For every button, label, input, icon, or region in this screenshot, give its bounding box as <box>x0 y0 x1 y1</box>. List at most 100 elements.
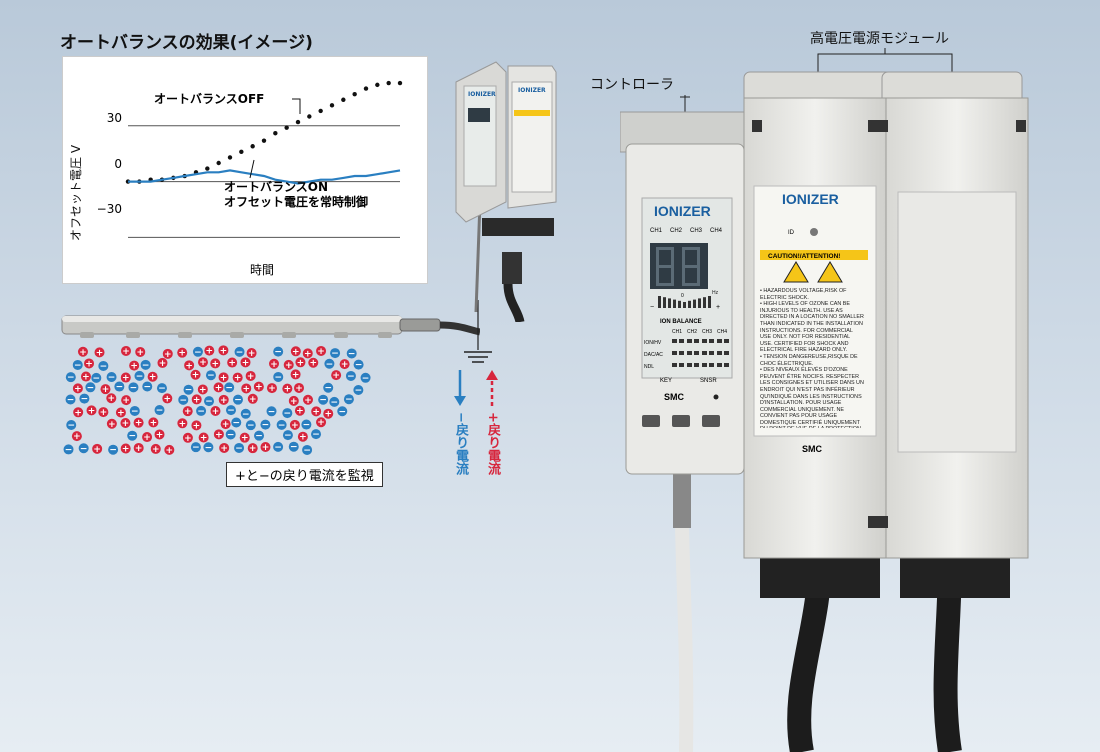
minus-ion <box>260 419 271 430</box>
led-row-label: DAC/AC <box>644 352 663 358</box>
ion-sign: + <box>234 374 242 384</box>
ion-sign: − <box>142 361 150 371</box>
plus-ion <box>182 432 193 443</box>
ion-sign: + <box>199 358 207 368</box>
ion-sign: + <box>85 359 93 369</box>
plus-ion <box>77 346 88 357</box>
series-point-off <box>397 80 403 86</box>
ion-sign: − <box>136 372 144 382</box>
controller-callout: コントローラ <box>590 77 674 93</box>
plus-ion <box>339 359 350 370</box>
ion-sign: + <box>149 373 157 383</box>
minus-ion <box>128 382 139 393</box>
channel-label: CH2 <box>687 329 697 335</box>
led <box>702 363 707 367</box>
led <box>717 351 722 355</box>
minus-ion <box>302 444 313 455</box>
ion-sign: − <box>345 395 353 405</box>
small-device-image: IONIZER IONIZER <box>455 61 557 322</box>
ion-sign: + <box>122 347 130 357</box>
ion-sign: − <box>67 373 75 383</box>
minus-ion <box>66 420 77 431</box>
minus-ion <box>273 441 284 452</box>
ion-sign: − <box>227 430 235 440</box>
ion-sign: − <box>274 348 282 358</box>
ion-sign: + <box>312 407 320 417</box>
minus-ion <box>353 359 364 370</box>
lcd-segment <box>671 265 674 285</box>
balance-bar <box>708 296 711 308</box>
plus-ion <box>288 395 299 406</box>
ion-sign: − <box>284 409 292 419</box>
plus-ion <box>73 407 84 418</box>
plus-ion <box>247 443 258 454</box>
ion-cloud: ++++++−++−+−+++−−−+−+−++++++++++−+−−+−−+… <box>63 345 371 456</box>
small-device-brand: IONIZER <box>468 91 496 98</box>
plus-ion <box>120 372 131 383</box>
series-point-off <box>227 155 233 160</box>
lcd-segment <box>682 265 700 268</box>
minus-ion <box>106 372 117 383</box>
plus-ion <box>331 370 342 381</box>
lcd-segment <box>682 247 700 250</box>
ion-sign: + <box>247 372 255 382</box>
plus-ion <box>290 369 301 380</box>
nozzle <box>334 332 348 338</box>
ion-sign: − <box>130 383 138 393</box>
series-point-off <box>273 131 278 136</box>
minus-ion <box>323 382 334 393</box>
plus-ion <box>253 381 264 392</box>
svg-text:−: − <box>650 304 654 311</box>
minus-ion <box>282 408 293 419</box>
ionizer-bar <box>61 315 480 338</box>
plus-ion <box>241 383 252 394</box>
ion-sign: + <box>296 407 304 417</box>
plus-ion <box>133 442 144 453</box>
ion-sign: − <box>185 386 193 396</box>
balance-bar <box>683 302 686 308</box>
y-tick-label: 30 <box>107 111 122 125</box>
plus-ion <box>80 371 91 382</box>
chart-panel <box>62 56 428 284</box>
led <box>724 351 729 355</box>
minus-ion <box>142 381 153 392</box>
led <box>694 363 699 367</box>
plus-ion <box>302 348 313 359</box>
ion-sign: + <box>215 430 223 440</box>
ion-sign: + <box>93 445 101 455</box>
ion-sign: − <box>232 418 240 428</box>
module-warning-text: • HAZARDOUS VOLTAGE,RISK OF ELECTRIC SHO… <box>760 288 864 428</box>
ion-sign: − <box>205 443 213 453</box>
plus-ion <box>316 345 327 356</box>
module-brand: IONIZER <box>782 191 839 207</box>
series-point-off <box>261 138 267 143</box>
led <box>679 351 684 355</box>
channel-label: CH3 <box>702 329 712 335</box>
channel-label: CH1 <box>650 228 663 234</box>
minus-ion <box>129 405 140 416</box>
series-point-off <box>205 166 210 171</box>
ion-sign: + <box>241 434 249 444</box>
minus-ion <box>203 442 214 453</box>
ion-sign: − <box>355 386 363 396</box>
monitor-caption: +と−の戻り電流を監視 <box>226 462 383 487</box>
plus-ion <box>115 407 126 418</box>
ion-sign: − <box>67 421 75 431</box>
ion-sign: + <box>152 445 160 455</box>
plus-ion <box>210 406 221 417</box>
controller-logo: SMC <box>664 392 685 402</box>
caution-header: CAUTION!/ATTENTION! <box>768 253 840 260</box>
hz-label: Hz <box>712 290 719 296</box>
ion-sign: + <box>164 394 172 404</box>
led <box>694 339 699 343</box>
ion-sign: − <box>235 444 243 454</box>
ion-sign: + <box>317 418 325 428</box>
ion-sign: − <box>255 432 263 442</box>
ion-sign: + <box>200 433 208 443</box>
ion-sign: + <box>74 408 82 418</box>
plus-ion <box>302 394 313 405</box>
plus-ion <box>154 429 165 440</box>
series-point-off <box>386 80 391 86</box>
ion-sign: − <box>143 382 151 392</box>
nozzle <box>126 332 140 338</box>
